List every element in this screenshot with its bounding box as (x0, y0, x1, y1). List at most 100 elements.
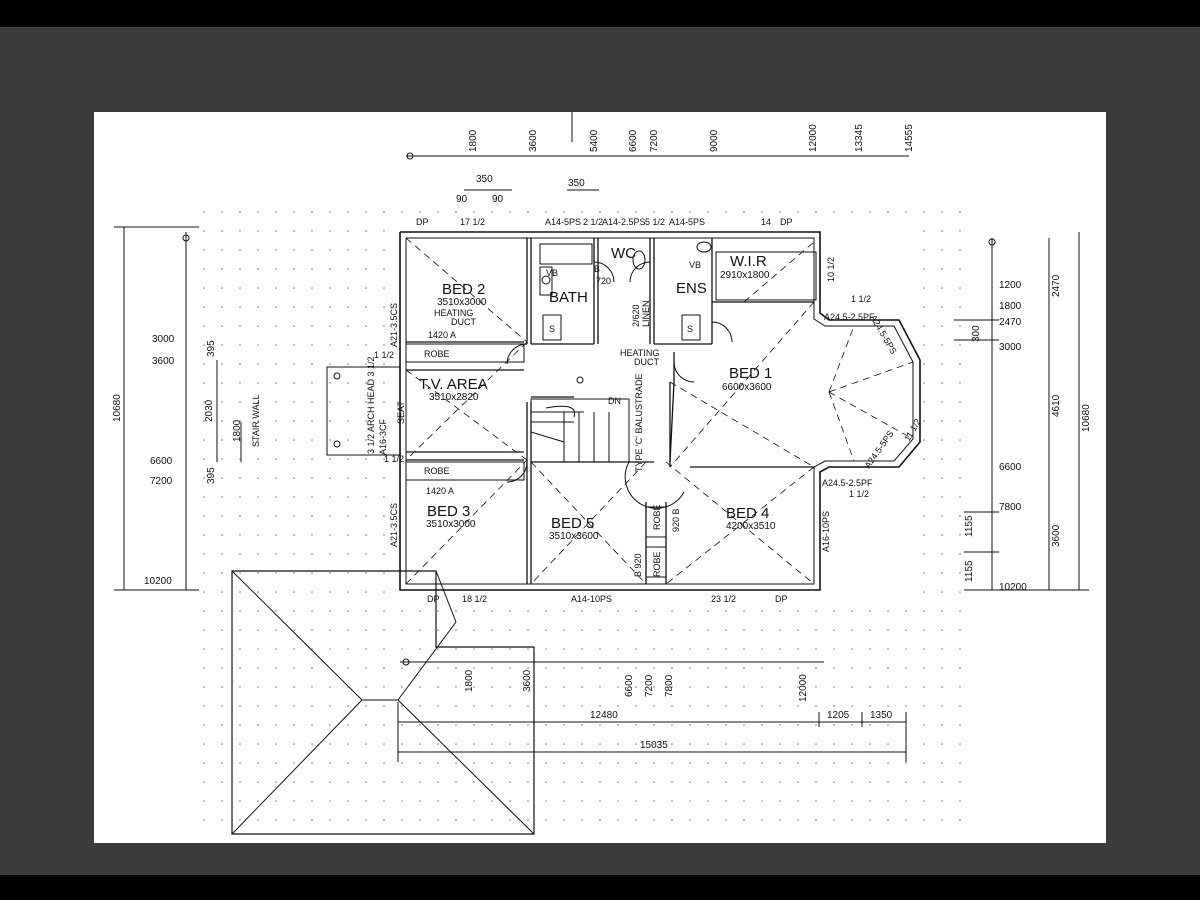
grid-dot (599, 762, 601, 764)
grid-dot (203, 724, 205, 726)
grid-dot (329, 211, 331, 213)
right-outer-dim: 3600 (1051, 524, 1062, 547)
grid-dot (311, 667, 313, 669)
top-dim: 6600 (628, 129, 639, 152)
grid-dot (203, 268, 205, 270)
grid-dot (293, 515, 295, 517)
grid-dot (473, 819, 475, 821)
grid-dot (311, 211, 313, 213)
grid-dot (959, 477, 961, 479)
grid-dot (239, 458, 241, 460)
grid-dot (941, 648, 943, 650)
window-code: A14-10PS (571, 594, 612, 604)
vanity-label: VB (546, 268, 558, 278)
grid-dot (419, 629, 421, 631)
grid-dot (923, 287, 925, 289)
grid-dot (923, 325, 925, 327)
grid-dot (923, 230, 925, 232)
grid-dot (275, 211, 277, 213)
grid-dot (221, 249, 223, 251)
grid-dot (329, 287, 331, 289)
grid-dot (383, 743, 385, 745)
grid-dot (509, 800, 511, 802)
grid-dot (221, 591, 223, 593)
grid-dot (779, 629, 781, 631)
grid-dot (275, 382, 277, 384)
window-code: A24.5-5PS (862, 429, 895, 470)
grid-dot (797, 800, 799, 802)
room-bed5-size: 3510x3600 (549, 531, 599, 542)
grid-dot (545, 743, 547, 745)
door-720-label: 720 (596, 276, 611, 286)
grid-dot (509, 211, 511, 213)
grid-dot (347, 325, 349, 327)
grid-dot (797, 762, 799, 764)
grid-dot (383, 439, 385, 441)
bottom-dim: 3600 (522, 669, 533, 692)
grid-dot (365, 230, 367, 232)
grid-dot (347, 401, 349, 403)
grid-dot (383, 306, 385, 308)
grid-dot (941, 610, 943, 612)
grid-dot (329, 819, 331, 821)
grid-dot (869, 762, 871, 764)
grid-dot (671, 705, 673, 707)
grid-dot (635, 781, 637, 783)
grid-dot (599, 781, 601, 783)
grid-dot (617, 211, 619, 213)
grid-dot (239, 534, 241, 536)
grid-dot (275, 591, 277, 593)
grid-dot (221, 819, 223, 821)
grid-dot (401, 762, 403, 764)
grid-dot (293, 610, 295, 612)
grid-dot (869, 819, 871, 821)
grid-dot (959, 781, 961, 783)
grid-dot (311, 420, 313, 422)
grid-dot (311, 439, 313, 441)
grid-dot (689, 667, 691, 669)
grid-dot (239, 648, 241, 650)
grid-dot (725, 211, 727, 213)
grid-dot (581, 629, 583, 631)
grid-dot (347, 306, 349, 308)
grid-dot (239, 420, 241, 422)
grid-dot (707, 211, 709, 213)
grid-dot (527, 762, 529, 764)
grid-dot (347, 781, 349, 783)
room-ens-name: ENS (676, 280, 707, 297)
grid-dot (383, 515, 385, 517)
grid-dot (401, 819, 403, 821)
grid-dot (401, 211, 403, 213)
grid-dot (581, 781, 583, 783)
grid-dot (257, 382, 259, 384)
grid-dot (203, 534, 205, 536)
arch-head-label: 3 1/2 ARCH HEAD 3 1/2 (366, 356, 376, 454)
grid-dot (257, 401, 259, 403)
grid-dot (887, 705, 889, 707)
grid-dot (455, 648, 457, 650)
grid-dot (941, 306, 943, 308)
grid-dot (203, 762, 205, 764)
grid-dot (923, 363, 925, 365)
grid-dot (653, 211, 655, 213)
grid-dot (617, 800, 619, 802)
right-mid-dim: 300 (971, 325, 982, 342)
grid-dot (275, 401, 277, 403)
grid-dot (239, 610, 241, 612)
grid-dot (887, 819, 889, 821)
grid-dot (743, 648, 745, 650)
grid-dot (545, 762, 547, 764)
fixtures (405, 241, 817, 578)
shower-label: S (687, 324, 693, 334)
grid-dot (581, 762, 583, 764)
grid-dot (365, 762, 367, 764)
grid-dot (779, 819, 781, 821)
grid-dot (365, 420, 367, 422)
grid-dot (383, 819, 385, 821)
grid-dot (815, 648, 817, 650)
grid-dot (833, 781, 835, 783)
grid-dot (527, 686, 529, 688)
grid-dot (329, 553, 331, 555)
grid-dot (923, 553, 925, 555)
grid-dot (221, 344, 223, 346)
